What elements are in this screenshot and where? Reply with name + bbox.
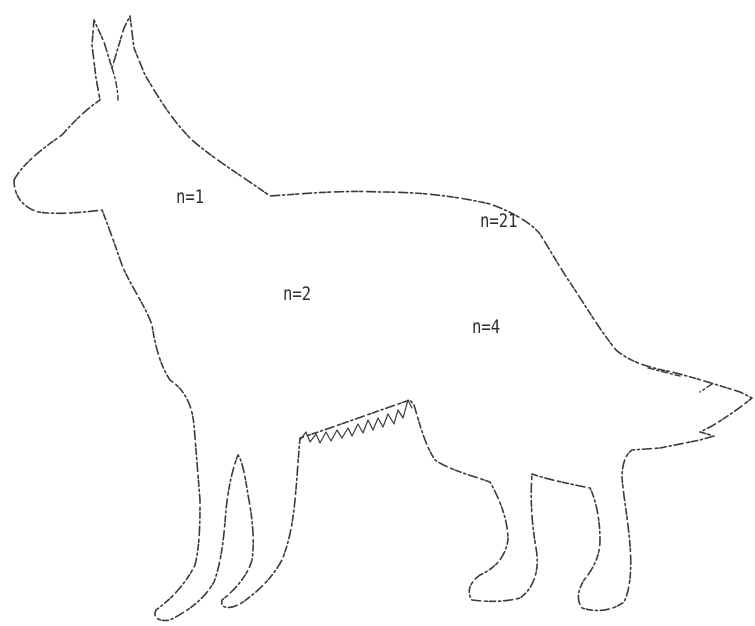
belly-fur-fringe bbox=[299, 399, 413, 444]
ear-inner-line bbox=[111, 67, 119, 101]
dog-body-outline bbox=[13, 15, 753, 622]
region-label-chest: n=2 bbox=[283, 283, 312, 305]
region-label-flank: n=4 bbox=[472, 316, 501, 338]
region-label-back: n=21 bbox=[480, 210, 518, 232]
tail-inner-line bbox=[647, 367, 713, 393]
region-label-head: n=1 bbox=[176, 186, 205, 208]
